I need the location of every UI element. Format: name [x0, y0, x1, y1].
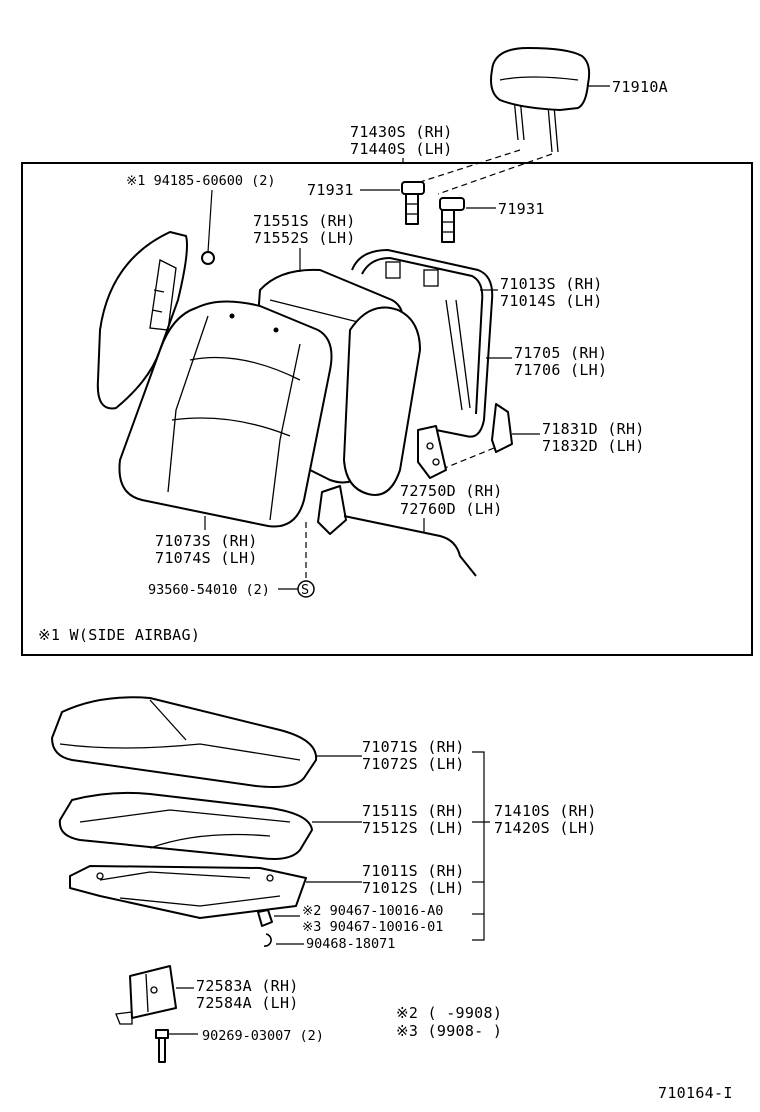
label-back-pad-rh: 71551S (RH): [253, 212, 356, 230]
seat-cushion-cover[interactable]: [51, 696, 318, 788]
seat-lock-bracket[interactable]: [115, 965, 177, 1025]
seat-back-group-box: [21, 162, 753, 656]
seat-back-bracket[interactable]: [491, 403, 513, 453]
label-lock-lh: 72584A (LH): [196, 994, 299, 1012]
label-support-right: 71931: [498, 200, 545, 218]
label-back-pad-lh: 71552S (LH): [253, 229, 356, 247]
label-bracket-lh: 71832D (LH): [542, 437, 645, 455]
label-cushion-pad-rh: 71511S (RH): [362, 802, 465, 820]
label-adjuster-lh: 72760D (LH): [400, 500, 503, 518]
recliner-plate[interactable]: [417, 425, 447, 479]
seat-back-cushion[interactable]: [118, 300, 333, 528]
seat-cushion-frame[interactable]: [69, 865, 307, 919]
label-back-cover-rh: 71430S (RH): [350, 123, 453, 141]
seat-back-frame[interactable]: [351, 248, 494, 438]
note-3: ※3 (9908- ): [396, 1022, 502, 1040]
seat-back-adjuster[interactable]: [317, 485, 477, 577]
label-nut-2: ※2 90467-10016-A0: [302, 903, 443, 919]
screw-symbol: [297, 580, 315, 598]
label-back-frame-rh: 71013S (RH): [500, 275, 603, 293]
label-cushion-assy-rh: 71410S (RH): [494, 802, 597, 820]
note-2: ※2 ( -9908): [396, 1004, 502, 1022]
headrest-support-left[interactable]: [401, 181, 425, 225]
seat-back-side-bolster[interactable]: [343, 306, 421, 496]
label-back-cover-lh: 71440S (LH): [350, 140, 453, 158]
label-ring: 90468-18071: [306, 936, 395, 952]
headrest[interactable]: [490, 47, 591, 153]
label-bolt: 90269-03007 (2): [202, 1028, 324, 1044]
cushion-ring[interactable]: [263, 933, 272, 947]
headrest-support-right[interactable]: [439, 197, 465, 243]
diagram-id: 710164-I: [658, 1084, 733, 1102]
label-back-assy-lh: 71074S (LH): [155, 549, 258, 567]
label-headrest: 71910A: [612, 78, 668, 96]
label-spring-lh: 71706 (LH): [514, 361, 607, 379]
label-back-frame-lh: 71014S (LH): [500, 292, 603, 310]
label-cushion-cover-rh: 71071S (RH): [362, 738, 465, 756]
label-cushion-assy-lh: 71420S (LH): [494, 819, 597, 837]
screw-symbol-text: S: [301, 582, 309, 598]
label-nut-3: ※3 90467-10016-01: [302, 919, 443, 935]
label-adjuster-rh: 72750D (RH): [400, 482, 503, 500]
label-lock-rh: 72583A (RH): [196, 977, 299, 995]
label-cushion-frame-lh: 71012S (LH): [362, 879, 465, 897]
label-spring-rh: 71705 (RH): [514, 344, 607, 362]
side-airbag-panel[interactable]: [96, 231, 188, 410]
label-support-left: 71931: [307, 181, 354, 199]
label-cushion-pad-lh: 71512S (LH): [362, 819, 465, 837]
label-bracket-rh: 71831D (RH): [542, 420, 645, 438]
label-cushion-frame-rh: 71011S (RH): [362, 862, 465, 880]
label-screw: 93560-54010 (2): [148, 582, 270, 598]
lock-bolt[interactable]: [155, 1029, 169, 1063]
label-box-note: ※1 W(SIDE AIRBAG): [38, 626, 200, 644]
label-cushion-cover-lh: 71072S (LH): [362, 755, 465, 773]
seat-cushion-pad[interactable]: [58, 791, 313, 860]
cushion-nut[interactable]: [257, 909, 273, 927]
clip-part[interactable]: [201, 251, 215, 265]
label-back-assy-rh: 71073S (RH): [155, 532, 258, 550]
label-clip: ※1 94185-60600 (2): [126, 173, 275, 189]
